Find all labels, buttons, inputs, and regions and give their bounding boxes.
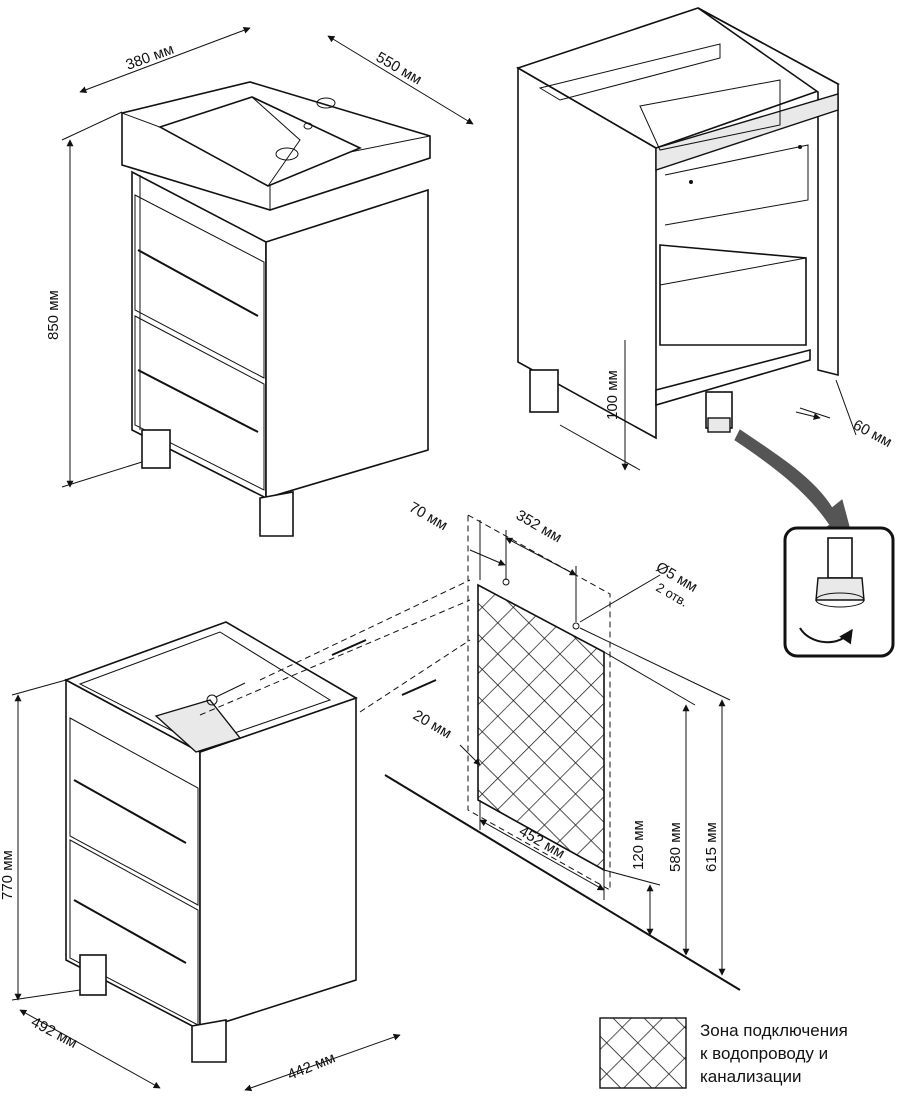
sink-dimension-lines [61, 26, 474, 488]
legend: Зона подключения к водопроводу и канализ… [599, 1017, 848, 1089]
legend-line-3: канализации [700, 1067, 802, 1086]
legend-line-2: к водопроводу и [700, 1044, 828, 1063]
rear-dimension-lines [559, 340, 857, 471]
cabinet-dimension-lines [11, 679, 401, 1092]
dim-cabinet-height: 770 мм [0, 850, 16, 900]
dim-sink-width: 380 мм [124, 41, 177, 74]
cabinet-front-view [64, 621, 437, 1063]
dim-zone-top: 580 мм [667, 822, 684, 872]
dim-holes-height: 615 мм [703, 822, 720, 872]
dim-cabinet-depth: 492 мм [28, 1014, 80, 1052]
dim-zone-bottom: 120 мм [630, 820, 647, 870]
dim-back-offset: 60 мм [850, 417, 895, 451]
dim-leg-height: 100 мм [604, 370, 621, 420]
zone-dimension-lines [459, 520, 731, 976]
cabinet-rear-view [516, 7, 840, 440]
dim-zone-left: 70 мм [406, 499, 450, 534]
dim-holes-spacing: 352 мм [513, 507, 565, 547]
dim-sink-height: 850 мм [45, 290, 62, 340]
vanity-with-sink [121, 81, 431, 537]
dim-zone-margin: 20 мм [410, 707, 454, 742]
adjustable-foot-callout [734, 429, 895, 658]
legend-line-1: Зона подключения [700, 1021, 848, 1040]
legend-swatch [599, 1017, 687, 1089]
dim-cabinet-width: 442 мм [285, 1049, 338, 1083]
